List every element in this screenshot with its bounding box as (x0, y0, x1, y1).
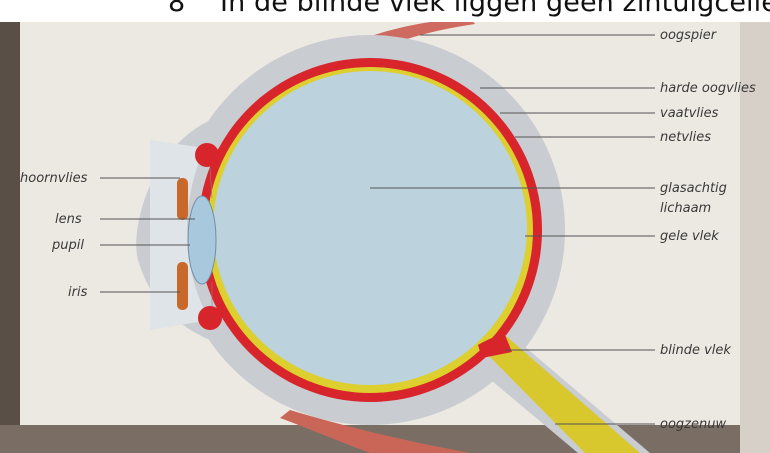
ciliary-body-top (195, 143, 219, 167)
label-oogzenuw: oogzenuw (660, 417, 726, 432)
label-vaatvlies: vaatvlies (660, 106, 719, 121)
ciliary-body-bottom (198, 306, 222, 330)
eye-diagram-photo: oogspier harde oogvlies vaatvlies netvli… (0, 22, 770, 453)
lens (188, 196, 216, 284)
caption-number: 8 (168, 0, 185, 18)
label-lichaam: lichaam (660, 201, 711, 216)
label-oogspier: oogspier (660, 28, 718, 43)
caption-text: In de blinde vlek liggen geen zintuigcel… (220, 0, 770, 18)
label-lens: lens (55, 212, 82, 227)
iris-bottom (177, 262, 188, 310)
label-gele-vlek: gele vlek (660, 229, 719, 244)
label-blinde-vlek: blinde vlek (660, 343, 731, 358)
label-harde-oogvlies: harde oogvlies (660, 81, 756, 96)
label-netvlies: netvlies (660, 130, 711, 145)
label-hoornvlies: hoornvlies (20, 171, 88, 186)
eye-diagram: oogspier harde oogvlies vaatvlies netvli… (0, 22, 770, 453)
figure-caption: 8 In de blinde vlek liggen geen zintuigc… (0, 0, 770, 22)
label-glasachtig: glasachtig (660, 181, 727, 196)
label-pupil: pupil (51, 238, 84, 253)
iris-top (177, 178, 188, 220)
vitreous-body (213, 71, 527, 385)
label-iris: iris (68, 285, 88, 300)
photo-left-edge (0, 22, 20, 453)
